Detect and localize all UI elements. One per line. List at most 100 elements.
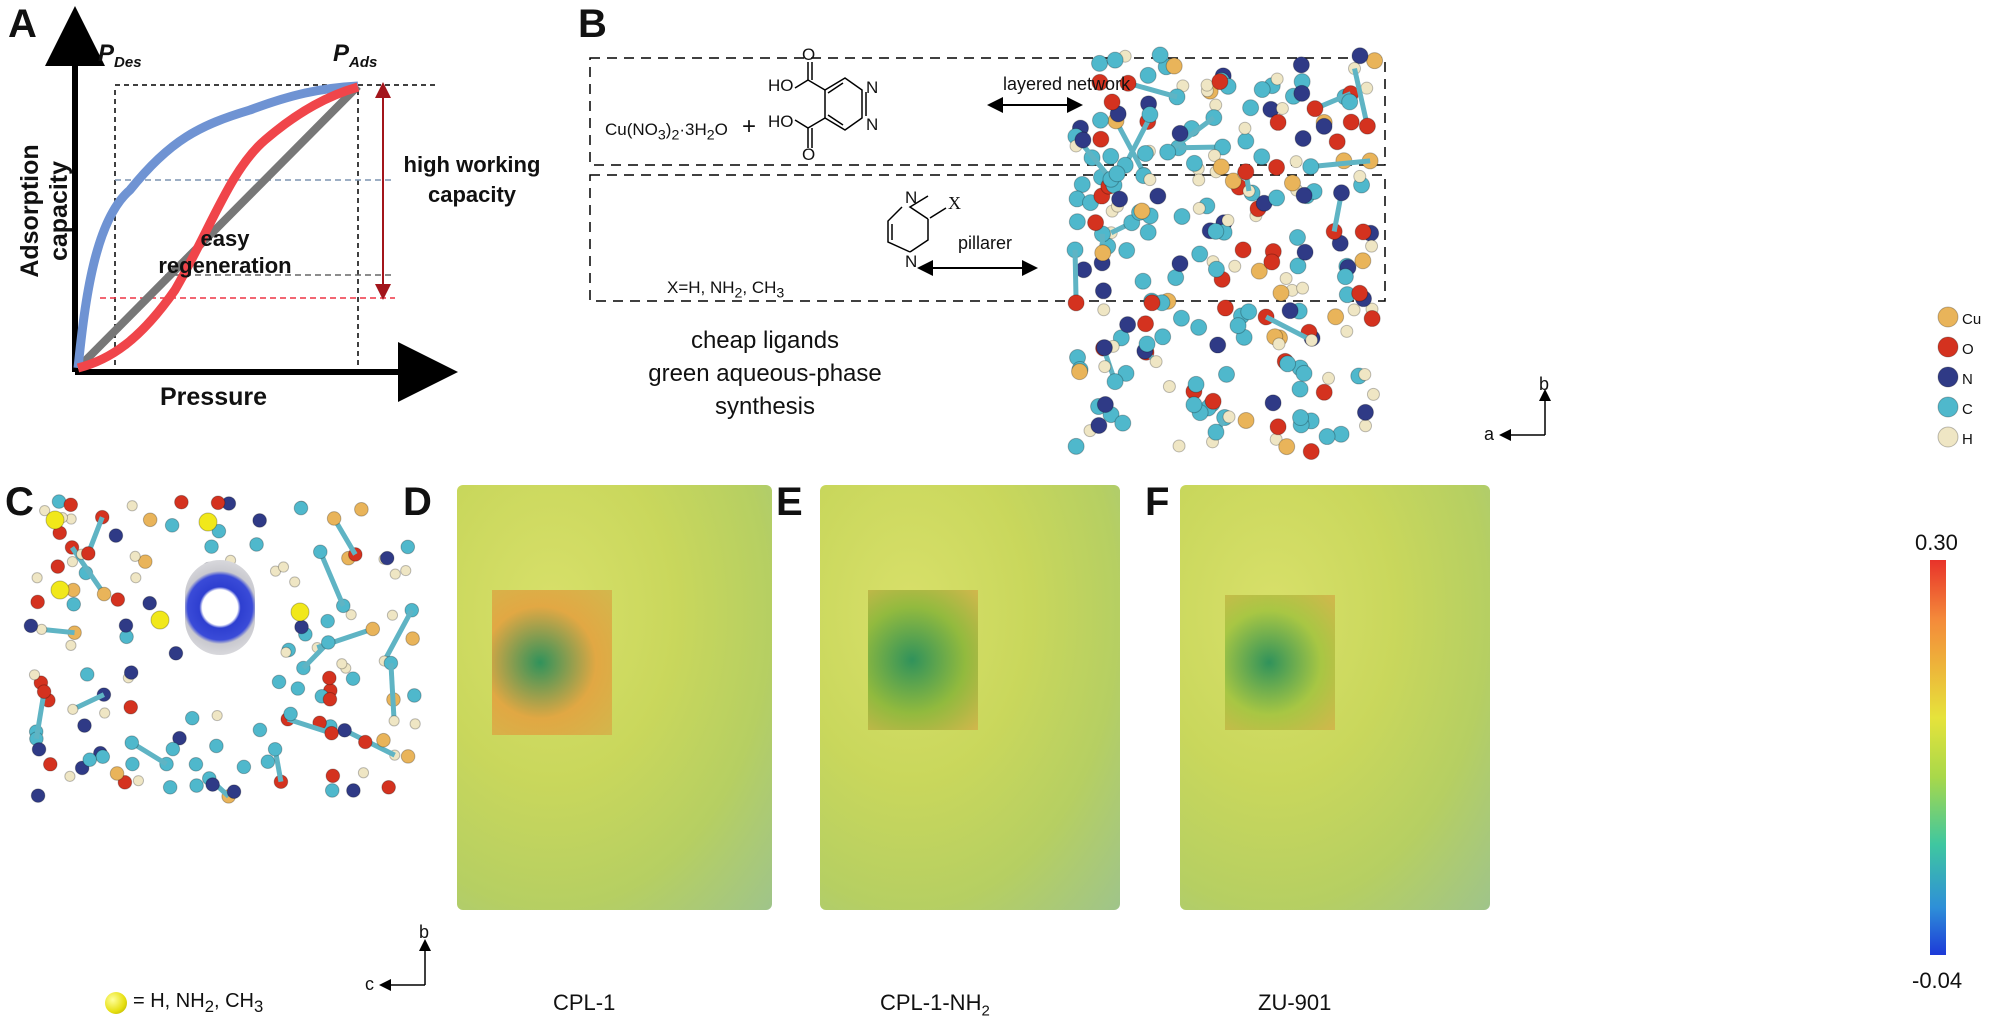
esp-color-bar	[1930, 560, 1946, 955]
atom	[1222, 410, 1236, 424]
atom	[1143, 173, 1157, 187]
legend-cu: Cu	[1962, 311, 1982, 328]
atom	[1106, 51, 1124, 69]
atom	[211, 523, 227, 539]
atom	[1207, 222, 1225, 240]
atom	[110, 592, 126, 607]
atom	[1114, 414, 1132, 432]
atom	[1302, 158, 1320, 176]
atom	[1149, 187, 1167, 205]
atom	[1366, 387, 1380, 401]
colorbar-max: 0.30	[1915, 530, 1958, 555]
atom	[1112, 329, 1130, 347]
atom	[1340, 324, 1354, 338]
atom	[1119, 74, 1137, 92]
atom	[64, 770, 76, 782]
atom	[1356, 403, 1374, 421]
bond	[1072, 249, 1079, 303]
legend-ball	[1937, 396, 1959, 418]
atom	[184, 710, 200, 726]
atom	[1200, 78, 1214, 92]
highlight-region	[868, 590, 978, 730]
atom	[1207, 149, 1221, 163]
atom	[1214, 138, 1232, 156]
acid-o-bottom: O	[802, 145, 816, 164]
atom	[260, 754, 276, 770]
atom	[1269, 113, 1287, 131]
p-ads-label: PAds	[333, 40, 378, 71]
atom	[1139, 223, 1157, 241]
atom	[108, 528, 124, 543]
atom	[1218, 365, 1236, 383]
legend-ball	[1937, 426, 1959, 448]
atom	[337, 722, 352, 738]
atom	[267, 741, 283, 757]
atom	[63, 497, 79, 513]
atom	[386, 609, 399, 621]
atom	[129, 550, 141, 563]
atom	[1240, 303, 1258, 321]
atom	[1091, 73, 1109, 91]
panel-b-graphics	[379, 57, 1551, 991]
atom	[1283, 174, 1301, 192]
atom	[1171, 255, 1189, 273]
atom	[1111, 190, 1129, 208]
atom	[1087, 214, 1105, 232]
atom	[1067, 294, 1085, 312]
panel-label-f: F	[1145, 480, 1170, 524]
acid-o-top: O	[802, 45, 816, 64]
atom	[1172, 439, 1186, 453]
atom	[31, 742, 47, 757]
bond	[1264, 314, 1313, 343]
atom	[1360, 81, 1374, 95]
atom	[1207, 423, 1225, 441]
atom	[409, 718, 421, 730]
atom	[1358, 367, 1372, 381]
acid-ho-bottom: HO	[768, 112, 794, 131]
bond	[331, 517, 358, 556]
atom	[1092, 111, 1110, 129]
atom	[1268, 158, 1286, 176]
substituent-ball	[50, 580, 70, 600]
pillarer-box	[589, 174, 1386, 302]
atom	[358, 734, 373, 750]
atom	[1293, 84, 1311, 102]
atom	[1106, 373, 1124, 391]
atom	[1190, 318, 1208, 336]
atom	[1074, 131, 1092, 149]
atom	[1296, 281, 1310, 295]
copper-nitrate-formula: Cu(NO3)2·3H2O	[605, 120, 728, 144]
atom	[1192, 201, 1206, 215]
atom	[165, 741, 181, 757]
atom	[293, 500, 309, 516]
atom	[1288, 228, 1306, 246]
atom	[1209, 98, 1223, 112]
atom	[1278, 438, 1296, 456]
atom	[172, 730, 187, 746]
atom	[1359, 419, 1373, 433]
atom	[168, 645, 184, 661]
atom	[205, 777, 220, 792]
atom	[142, 595, 157, 611]
axis-b-label: b	[1539, 374, 1550, 394]
atom	[1091, 54, 1109, 72]
atom	[400, 749, 416, 764]
atom	[1067, 437, 1085, 455]
atom	[95, 749, 111, 765]
atom	[117, 775, 133, 790]
atom	[1133, 202, 1151, 220]
atom	[1275, 101, 1289, 115]
atom	[210, 495, 226, 511]
esp-surface-cpl-1	[457, 485, 772, 910]
atom	[188, 756, 204, 772]
crystal-structure-b	[1066, 46, 1384, 461]
atom	[1228, 259, 1242, 273]
atom	[1073, 175, 1091, 193]
substituent-ball-icon	[105, 992, 127, 1014]
atom	[252, 722, 268, 738]
acid-n-bottom: N	[866, 115, 879, 134]
atom	[400, 564, 412, 577]
atom	[125, 756, 140, 772]
atom	[405, 631, 420, 646]
